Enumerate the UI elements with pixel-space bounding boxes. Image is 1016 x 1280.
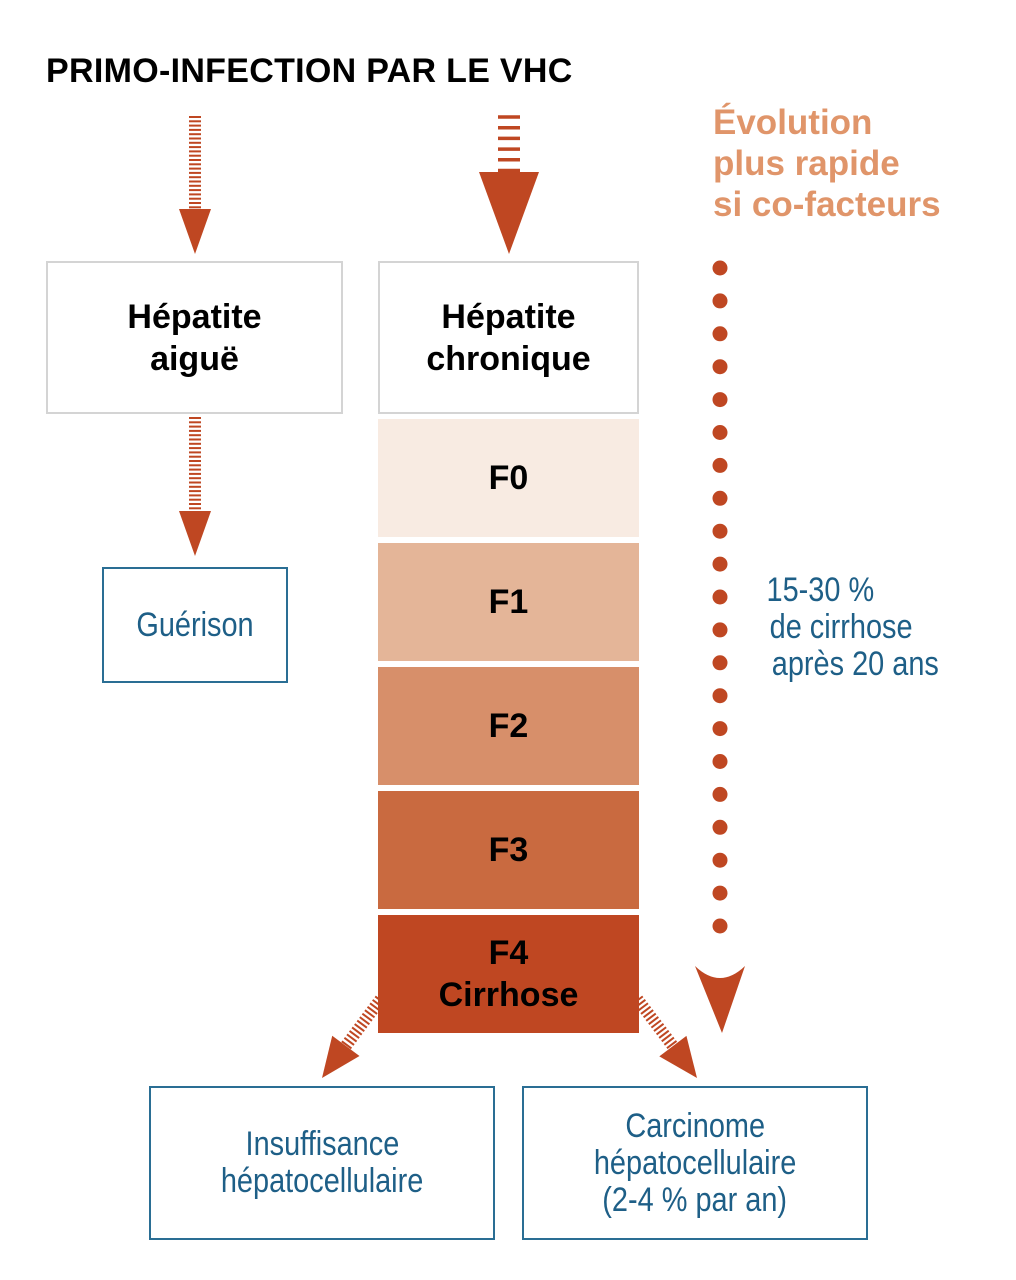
progression-dot — [712, 359, 728, 375]
progression-dot — [712, 490, 728, 506]
stage-f2: F2 — [378, 667, 639, 785]
arrow-to-insufficiency — [322, 995, 386, 1078]
progression-dot — [712, 885, 728, 901]
acute-line: Hépatite — [127, 297, 262, 336]
cofactor-line: Évolution — [713, 103, 873, 142]
cofactor-line: si co-facteurs — [713, 185, 941, 224]
progression-arrowhead-icon — [695, 966, 745, 1033]
progression-dot — [712, 589, 728, 605]
healing-label: Guérison — [136, 605, 254, 644]
stage-label: F4 — [488, 934, 529, 972]
progression-dot — [712, 786, 728, 802]
outcome-line: (2-4 % par an) — [602, 1180, 788, 1219]
outcome-line: hépatocellulaire — [593, 1143, 797, 1182]
chronic-line: Hépatite — [441, 297, 576, 336]
stat-line: après 20 ans — [771, 645, 939, 683]
progression-dot — [712, 293, 728, 309]
stat-line: 15-30 % — [766, 571, 875, 609]
stage-label: F2 — [488, 707, 529, 745]
arrow-to-carcinoma — [632, 995, 697, 1078]
stage-f3: F3 — [378, 791, 639, 909]
cofactor-note: Évolution plus rapide si co-facteurs — [713, 102, 941, 225]
arrow-to-chronic — [479, 115, 539, 254]
chronic-line: chronique — [426, 339, 591, 378]
diagram-title: PRIMO-INFECTION PAR LE VHC — [46, 52, 573, 90]
progression-dot — [712, 918, 728, 934]
progression-dot — [712, 260, 728, 276]
progression-dot — [712, 721, 728, 737]
arrow-to-healing — [179, 417, 211, 556]
stage-label: F0 — [488, 459, 529, 497]
progression-dot — [712, 622, 728, 638]
cirrhosis-stat: 15-30 % de cirrhose après 20 ans — [757, 572, 954, 683]
outcome-line: hépatocellulaire — [220, 1162, 424, 1200]
progression-dot — [712, 556, 728, 572]
acute-line: aiguë — [150, 339, 239, 378]
outcome-line: Carcinome — [625, 1106, 765, 1145]
progression-dot — [712, 688, 728, 704]
progression-dot — [712, 523, 728, 539]
progression-dot — [712, 326, 728, 342]
stage-label: F3 — [488, 831, 529, 869]
outcome-line: Insuffisance — [245, 1125, 399, 1163]
healing-box: Guérison — [102, 567, 288, 683]
progression-dot — [712, 819, 728, 835]
progression-dot — [712, 852, 728, 868]
stage-f0: F0 — [378, 419, 639, 537]
arrow-to-acute — [179, 116, 211, 254]
progression-dot — [712, 457, 728, 473]
progression-dot — [712, 754, 728, 769]
stage-label: F1 — [488, 583, 529, 621]
progression-dot — [712, 392, 728, 408]
cofactor-line: plus rapide — [713, 144, 900, 183]
progression-dot — [712, 655, 728, 671]
stat-line: de cirrhose — [769, 608, 913, 646]
stage-f1: F1 — [378, 543, 639, 661]
stage-sublabel: Cirrhose — [438, 976, 579, 1014]
progression-dot — [712, 425, 728, 440]
